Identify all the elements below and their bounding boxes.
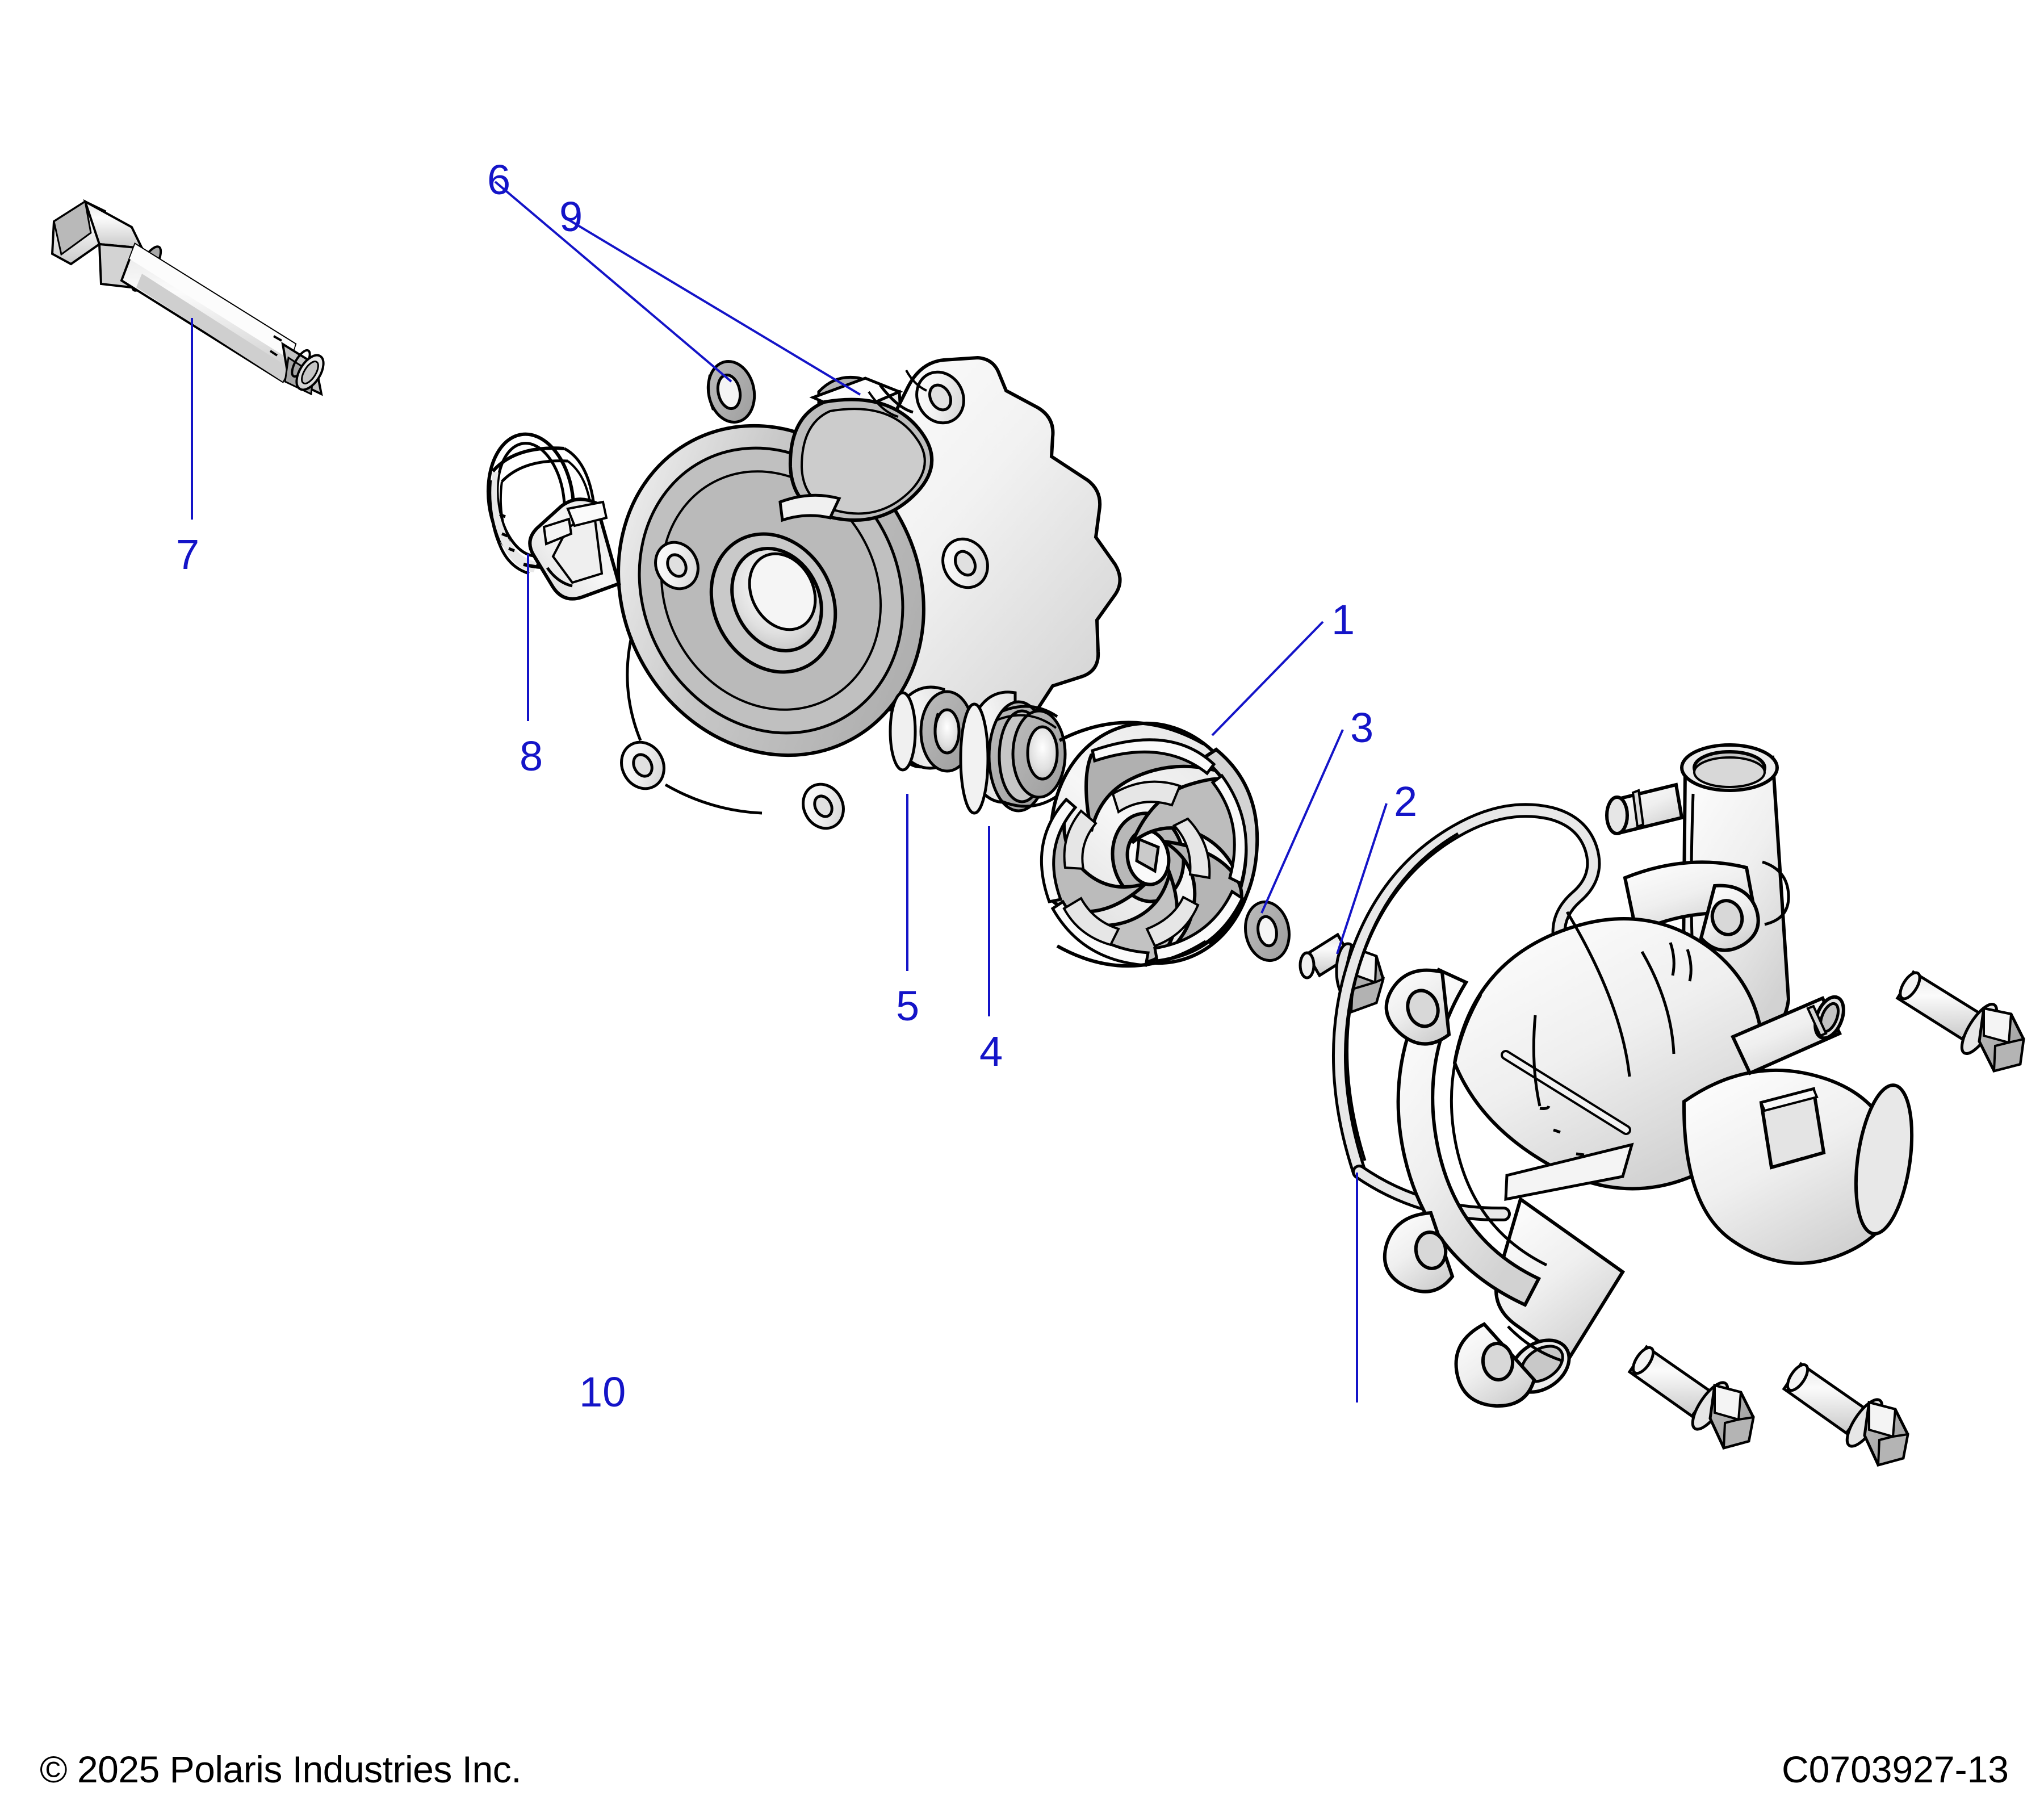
housing-bolt-hole-4 [1699,884,1760,952]
copyright-notice: © 2025 Polaris Industries Inc. [40,1748,522,1790]
housing-bolt-hole-3 [1454,1322,1536,1408]
callout-number-6[interactable]: 6 [487,156,511,203]
part-flange-bolt-lower-b [1782,1362,1909,1467]
sheet-footer: © 2025 Polaris Industries Inc. C0703927-… [0,1715,2044,1817]
callout-number-3[interactable]: 3 [1350,704,1374,751]
part-spacer-sleeve [889,685,975,773]
leader-line-9 [566,217,861,396]
part-mechanical-seal [959,690,1067,815]
callout-number-1[interactable]: 1 [1331,596,1355,643]
part-washer-shaft [706,360,756,424]
part-washer-impeller [1244,900,1291,962]
callout-leader-lines [191,181,1388,1402]
callout-number-10[interactable]: 10 [579,1368,626,1416]
part-flange-bolt-right [1895,970,2025,1073]
callout-number-9[interactable]: 9 [559,193,583,240]
part-pump-cover [528,355,1122,830]
callout-number-5[interactable]: 5 [896,982,920,1029]
cover-bolt-hole-4 [620,740,665,790]
callout-number-8[interactable]: 8 [520,732,543,780]
part-water-pump-shaft [51,199,325,396]
part-number-label: C0703927-13 [1782,1748,2009,1790]
housing-bolt-hole-2 [1383,1211,1455,1293]
callout-number-2[interactable]: 2 [1394,778,1418,825]
housing-bolt-hole-1 [1384,968,1451,1046]
part-pump-housing [1383,743,1914,1408]
leader-line-1 [1211,621,1324,736]
cover-bolt-hole-1 [915,370,965,425]
callout-number-4[interactable]: 4 [979,1028,1003,1075]
part-impeller [1040,721,1259,968]
part-flange-bolt-lower-a [1627,1345,1755,1450]
leader-line-3 [1260,729,1344,914]
cover-bolt-hole-5 [802,782,845,830]
callout-number-7[interactable]: 7 [176,531,200,578]
cover-bolt-hole-2 [941,537,989,589]
leader-line-2 [1336,803,1388,954]
leader-line-6 [494,181,732,383]
cover-bolt-hole-3 [654,541,700,591]
